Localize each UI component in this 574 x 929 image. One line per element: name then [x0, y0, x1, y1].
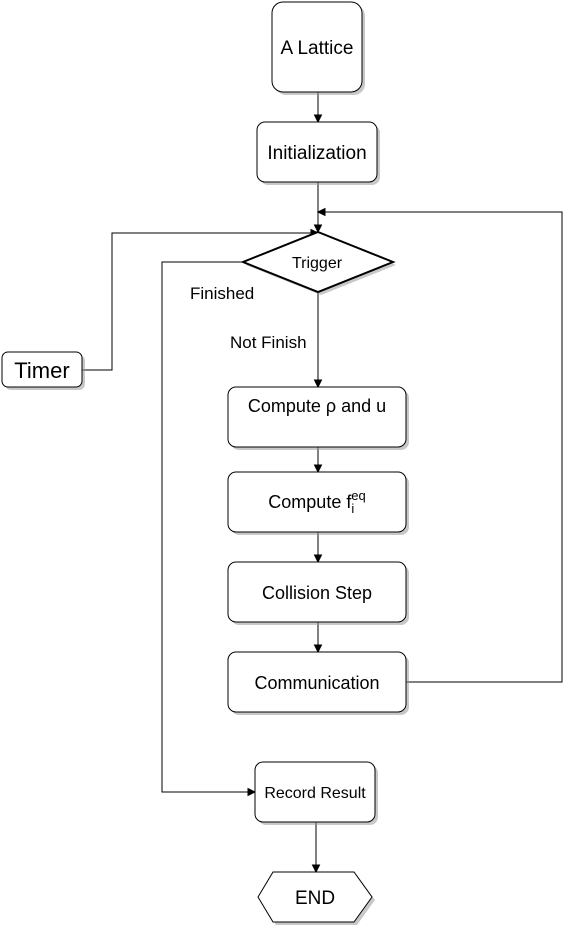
- node-initialization: Initialization: [256, 121, 380, 185]
- node-compute-feq: Compute fieq: [227, 471, 409, 535]
- node-record-result: Record Result: [254, 761, 378, 825]
- edge-label-not-finish: Not Finish: [230, 333, 307, 352]
- node-trigger-label: Trigger: [292, 255, 343, 272]
- edge-label-finished: Finished: [190, 284, 254, 303]
- node-lattice: A Lattice: [271, 1, 365, 95]
- node-initialization-label: Initialization: [267, 143, 366, 164]
- node-record-result-label: Record Result: [264, 785, 366, 802]
- feq-base: Compute f: [268, 492, 352, 512]
- edge-communication-loop-back: [324, 211, 563, 683]
- edges: [82, 92, 563, 874]
- arrowhead: [313, 644, 323, 654]
- node-end-label: END: [295, 888, 335, 909]
- arrowhead: [313, 379, 323, 389]
- node-compute-feq-label: Compute fieq: [268, 488, 365, 516]
- node-communication: Communication: [227, 651, 409, 715]
- node-communication-label: Communication: [254, 673, 379, 693]
- node-collision-step: Collision Step: [227, 561, 409, 625]
- node-collision-step-label: Collision Step: [262, 583, 372, 603]
- arrowhead: [313, 224, 323, 234]
- node-timer-label: Timer: [14, 358, 69, 383]
- feq-subscript: i: [351, 501, 354, 516]
- node-timer: Timer: [1, 351, 85, 390]
- arrowhead: [313, 114, 323, 124]
- arrowhead: [311, 864, 321, 874]
- node-trigger: Trigger: [240, 230, 396, 295]
- arrowhead: [316, 207, 326, 217]
- node-compute-rho-u-label: Compute ρ and u: [248, 396, 386, 416]
- feq-superscript: eq: [351, 488, 365, 503]
- arrowhead: [313, 554, 323, 564]
- node-lattice-label: A Lattice: [281, 38, 354, 59]
- edge-timer-to-trigger: [82, 232, 312, 371]
- arrowhead: [247, 787, 257, 797]
- edge-trigger-to-record: [161, 261, 249, 793]
- node-end: END: [257, 871, 375, 925]
- arrowhead: [313, 464, 323, 474]
- node-compute-rho-u: Compute ρ and u: [227, 386, 409, 450]
